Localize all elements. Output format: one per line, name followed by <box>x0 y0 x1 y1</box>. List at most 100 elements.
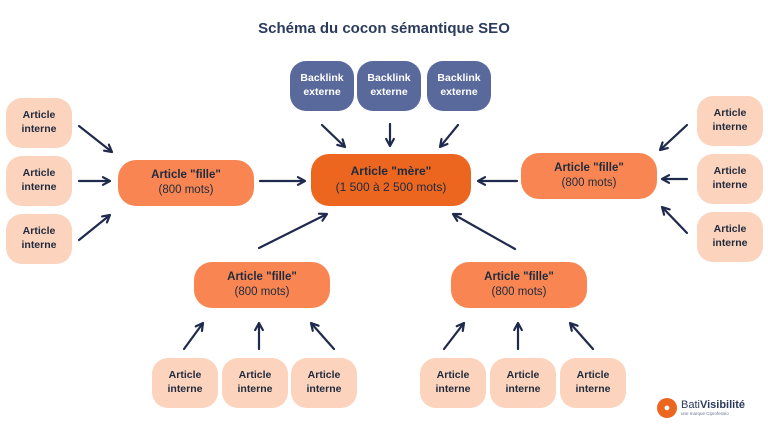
daughter-article-length: (800 mots) <box>561 177 617 189</box>
internal-label-line2: interne <box>712 179 748 191</box>
arrow-shaft-9 <box>257 213 327 250</box>
internal-article-left-2: Article interne <box>6 156 72 206</box>
mother-article-node: Article "mère" (1 500 à 2 500 mots) <box>311 154 471 206</box>
internal-article-bottom-left-1: Article interne <box>152 358 218 408</box>
daughter-article-left: Article "fille" (800 mots) <box>118 160 254 206</box>
internal-article-right-2: Article interne <box>697 154 763 204</box>
brand-name-part-b: Visibilité <box>699 398 746 411</box>
mother-article-length: (1 500 à 2 500 mots) <box>335 180 447 194</box>
backlink-node-3: Backlink externe <box>427 61 491 111</box>
internal-label-line2: interne <box>712 237 748 249</box>
arrow-head-16 <box>309 321 320 332</box>
brand-tagline: une marque Ciprofessio <box>681 411 729 417</box>
mother-article-title: Article "mère" <box>350 164 432 179</box>
arrow-head-11 <box>658 141 669 152</box>
arrow-shaft-17 <box>442 323 464 351</box>
internal-article-right-1: Article interne <box>697 96 763 146</box>
internal-label-line1: Article <box>576 369 610 382</box>
daughter-article-right: Article "fille" (800 mots) <box>521 153 657 199</box>
internal-label-line2: interne <box>21 181 57 193</box>
internal-label-line1: Article <box>506 369 540 382</box>
arrow-head-7 <box>296 176 307 186</box>
internal-label-line2: interne <box>306 383 342 395</box>
internal-label-line2: interne <box>505 383 541 395</box>
arrow-shaft-6 <box>440 123 460 147</box>
arrow-head-14 <box>194 321 205 333</box>
arrow-head-12 <box>660 174 671 184</box>
arrow-head-2 <box>101 176 112 186</box>
arrow-head-3 <box>101 213 112 224</box>
backlink-label-line1: Backlink <box>367 72 411 85</box>
arrow-shaft-1 <box>77 124 112 152</box>
daughter-article-title: Article "fille" <box>554 162 624 175</box>
backlink-node-1: Backlink externe <box>290 61 354 111</box>
brand-name-part-a: Bati <box>681 398 700 411</box>
arrow-head-1 <box>103 143 114 154</box>
daughter-article-bottom-left: Article "fille" (800 mots) <box>194 262 330 308</box>
daughter-article-title: Article "fille" <box>484 271 554 284</box>
arrow-head-15 <box>254 321 264 332</box>
internal-label-line1: Article <box>307 369 341 382</box>
daughter-article-title: Article "fille" <box>227 271 297 284</box>
arrow-shaft-13 <box>662 207 689 235</box>
daughter-article-length: (800 mots) <box>491 286 547 298</box>
internal-label-line1: Article <box>22 167 56 180</box>
diagram-title: Schéma du cocon sémantique SEO <box>258 20 510 37</box>
internal-label-line2: interne <box>21 123 57 135</box>
internal-label-line2: interne <box>21 239 57 251</box>
internal-label-line1: Article <box>713 107 747 120</box>
internal-label-line1: Article <box>22 225 56 238</box>
backlink-label-line2: externe <box>303 86 341 98</box>
internal-label-line1: Article <box>238 369 272 382</box>
arrow-shaft-4 <box>320 123 345 147</box>
internal-label-line2: interne <box>435 383 471 395</box>
backlink-label-line2: externe <box>370 86 408 98</box>
brand-name: BatiVisibilité <box>681 398 746 412</box>
backlink-node-2: Backlink externe <box>357 61 421 111</box>
internal-label-line2: interne <box>575 383 611 395</box>
internal-article-bottom-right-2: Article interne <box>490 358 556 408</box>
internal-label-line1: Article <box>713 165 747 178</box>
backlink-label-line1: Backlink <box>437 72 481 85</box>
internal-article-left-1: Article interne <box>6 98 72 148</box>
internal-article-bottom-right-1: Article interne <box>420 358 486 408</box>
internal-label-line1: Article <box>22 109 56 122</box>
arrow-head-8 <box>476 176 487 186</box>
arrow-shaft-14 <box>182 323 203 351</box>
drop-icon: ● <box>657 398 677 418</box>
arrow-shaft-19 <box>570 323 595 351</box>
internal-label-line2: interne <box>712 121 748 133</box>
arrow-shaft-11 <box>660 123 689 150</box>
internal-article-bottom-left-3: Article interne <box>291 358 357 408</box>
brand-logo: ● BatiVisibilité une marque Ciprofessio <box>657 396 745 420</box>
arrow-head-5 <box>385 137 395 148</box>
daughter-article-bottom-right: Article "fille" (800 mots) <box>451 262 587 308</box>
internal-label-line2: interne <box>167 383 203 395</box>
internal-label-line1: Article <box>713 223 747 236</box>
arrow-head-18 <box>513 321 523 332</box>
arrow-shaft-16 <box>311 323 336 351</box>
daughter-article-length: (800 mots) <box>158 184 214 196</box>
daughter-article-title: Article "fille" <box>151 169 221 182</box>
arrow-head-4 <box>336 138 347 149</box>
daughter-article-length: (800 mots) <box>234 286 290 298</box>
internal-article-bottom-left-2: Article interne <box>222 358 288 408</box>
arrow-head-6 <box>438 138 449 149</box>
internal-label-line1: Article <box>436 369 470 382</box>
brand-logo-text: BatiVisibilité une marque Ciprofessio <box>681 398 746 417</box>
arrow-shaft-10 <box>453 213 517 251</box>
arrow-head-19 <box>568 321 579 332</box>
arrow-head-13 <box>660 205 671 216</box>
arrow-head-10 <box>451 212 463 222</box>
internal-article-bottom-right-3: Article interne <box>560 358 626 408</box>
internal-article-left-3: Article interne <box>6 214 72 264</box>
internal-label-line1: Article <box>168 369 202 382</box>
internal-article-right-3: Article interne <box>697 212 763 262</box>
internal-label-line2: interne <box>237 383 273 395</box>
arrow-head-9 <box>317 212 329 222</box>
backlink-label-line1: Backlink <box>300 72 344 85</box>
backlink-label-line2: externe <box>440 86 478 98</box>
arrow-shaft-3 <box>77 215 110 242</box>
arrow-head-17 <box>455 321 466 333</box>
